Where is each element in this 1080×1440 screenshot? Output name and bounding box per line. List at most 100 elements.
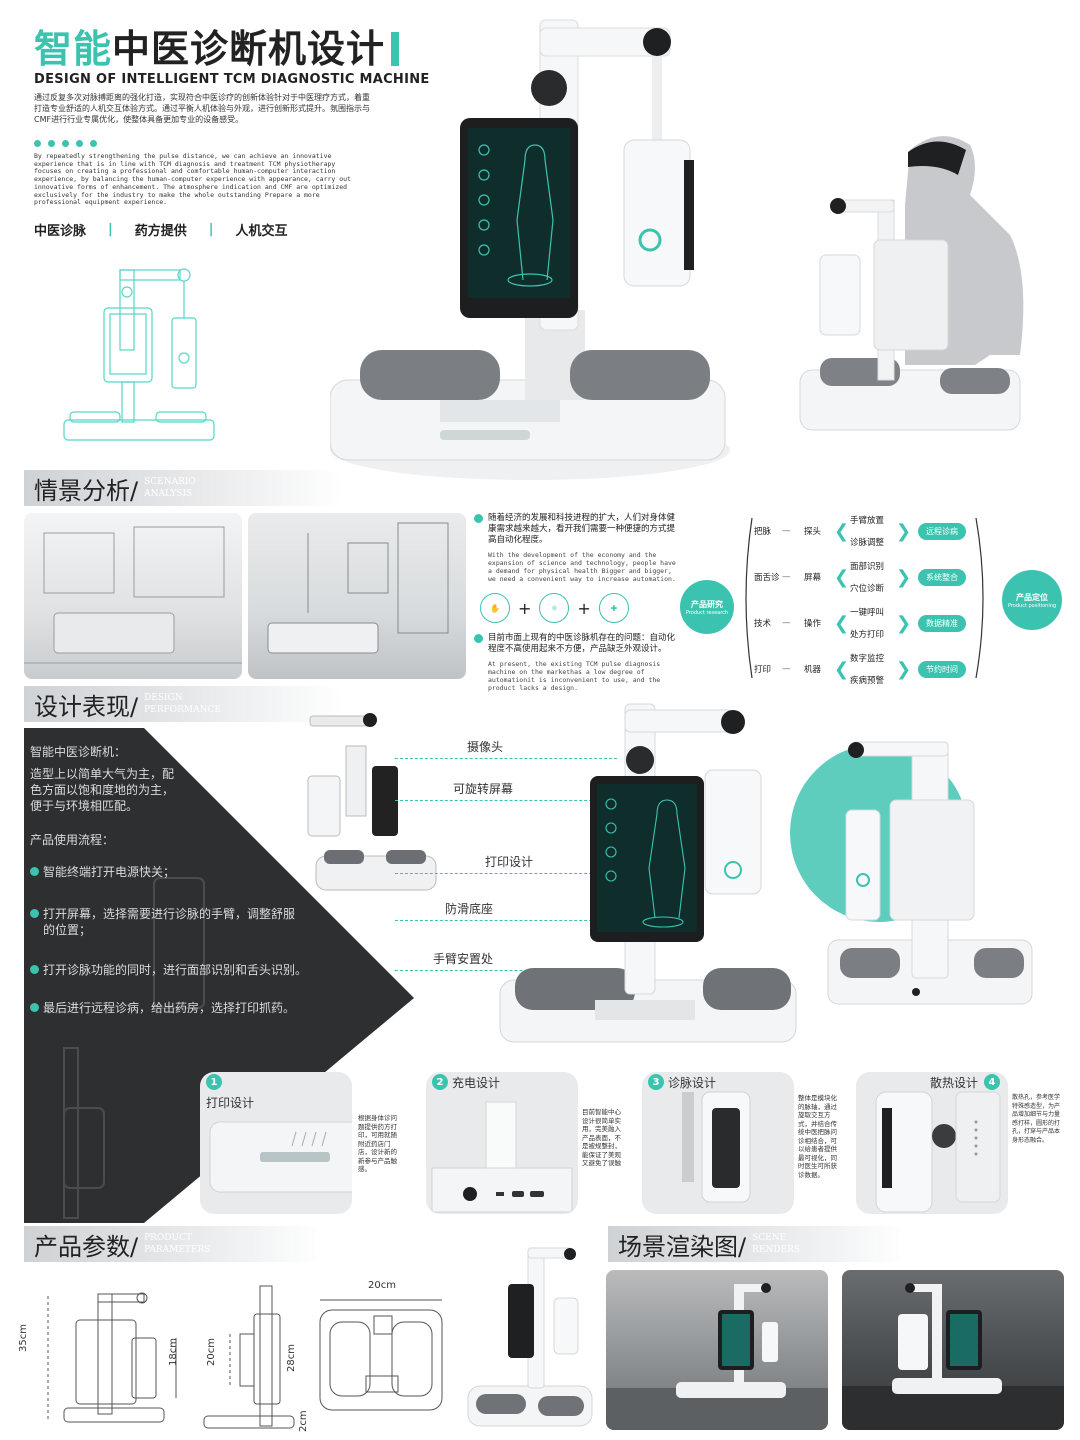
exploded-view-render bbox=[307, 713, 437, 891]
research-icon-row: ✋ + ⚛ + ✚ bbox=[480, 593, 679, 623]
intro-english: By repeatedly strengthening the pulse di… bbox=[34, 152, 351, 207]
subtitle-line: PARAMETERS bbox=[144, 1245, 211, 1255]
badge-sublabel: Product research bbox=[685, 609, 729, 616]
dot-row bbox=[34, 140, 97, 147]
map-left: 面舌诊 bbox=[754, 573, 780, 583]
dimension-column: 28cm bbox=[286, 1344, 297, 1372]
iso-product-render bbox=[467, 1247, 593, 1427]
bullet-icon bbox=[474, 634, 483, 643]
intro-chinese: 通过反复多次对脉搏距离的强化打造，实现符合中医诊疗的创新体验针对于中医理疗方式，… bbox=[34, 93, 370, 124]
step-text: 打开诊脉功能的同时，进行面部识别和舌头识别。 bbox=[43, 963, 308, 977]
section-title: 设计表现/ bbox=[34, 692, 139, 721]
map-brackets bbox=[745, 517, 984, 679]
flow-title: 产品使用流程： bbox=[30, 833, 115, 847]
title-english: DESIGN OF INTELLIGENT TCM DIAGNOSTIC MAC… bbox=[34, 72, 430, 87]
section-title: 产品参数/ bbox=[34, 1232, 139, 1261]
step-bullet bbox=[30, 965, 39, 974]
flow-step: 打开诊脉功能的同时，进行面部识别和舌头识别。 bbox=[30, 962, 340, 1000]
dimension-arm: 18cm bbox=[168, 1338, 179, 1366]
callout-print: 打印设计 bbox=[485, 855, 534, 869]
callout-arm-rest: 手臂安置处 bbox=[433, 952, 494, 966]
map-dash: — bbox=[782, 618, 791, 628]
plus-sign: + bbox=[577, 598, 591, 618]
keyword: 中医诊脉 bbox=[34, 224, 87, 239]
keyword-row: 中医诊脉 | 药方提供 | 人机交互 bbox=[34, 220, 288, 239]
dimension-screen: 20cm bbox=[206, 1338, 217, 1366]
dimension-height: 35cm bbox=[18, 1324, 29, 1352]
map-tag: 节约时间 bbox=[918, 660, 966, 678]
design-description: 智能中医诊断机： 造型上以简单大气为主，配色方面以饱和度地的为主，便于与环境相匹… bbox=[30, 744, 180, 848]
feature-text: 整体是模块化的脉轴，通过旋取交互方式，并结合传统中医把脉问诊相结合，可以给患者提… bbox=[798, 1094, 837, 1179]
feature-card-charge bbox=[426, 1072, 578, 1214]
subtitle-line: DESIGN bbox=[144, 693, 183, 703]
feature-card-pulse bbox=[642, 1072, 794, 1214]
side-dimension-drawing bbox=[203, 1285, 295, 1429]
map-tag: 远程诊病 bbox=[918, 522, 966, 540]
keyword: 人机交互 bbox=[235, 224, 288, 239]
subtitle-line: ANALYSIS bbox=[144, 489, 193, 499]
keyword: 药方提供 bbox=[134, 224, 187, 239]
callout-camera: 摄像头 bbox=[467, 740, 504, 754]
paragraph-cn: 随着经济的发展和科技进程的扩大，人们对身体健康需求越来越大，看开我们需要一种便捷… bbox=[488, 513, 676, 545]
flow-step: 智能终端打开电源快关； bbox=[30, 864, 340, 906]
callout-screen: 可旋转屏幕 bbox=[453, 782, 514, 796]
feature-number: 1 bbox=[206, 1074, 222, 1090]
product-positioning-badge: 产品定位 Product positioning bbox=[1002, 570, 1062, 630]
feature-cards: 1 打印设计 根据身体诊问题提供药方打印，可用就随附近药店门店，设计新的新参与产… bbox=[200, 1070, 1060, 1220]
front-dimension-drawing bbox=[47, 1292, 177, 1423]
dimension-width: 20cm bbox=[368, 1280, 396, 1291]
feature-title: 打印设计 bbox=[206, 1096, 255, 1110]
scene-render-living bbox=[606, 1270, 828, 1430]
feature-title: 充电设计 bbox=[452, 1076, 501, 1090]
map-item: 数字监控 bbox=[850, 654, 885, 664]
step-bullet bbox=[30, 867, 39, 876]
callout-line bbox=[395, 873, 617, 874]
handshake-icon: ✋ bbox=[480, 593, 510, 623]
callout-line bbox=[395, 758, 617, 759]
bullet-icon bbox=[474, 514, 483, 523]
map-mid: 操作 bbox=[804, 619, 822, 629]
map-item: 疾病预警 bbox=[850, 676, 885, 686]
badge-label: 产品定位 bbox=[1016, 592, 1048, 602]
paragraph-en: With the development of the economy and … bbox=[488, 551, 676, 583]
map-tag: 数据精准 bbox=[918, 614, 966, 632]
flow-step: 打开屏幕，选择需要进行诊脉的手臂，调整舒服的位置； bbox=[30, 906, 300, 962]
subtitle-line: RENDERS bbox=[752, 1245, 801, 1255]
dimension-base: 2cm bbox=[298, 1410, 309, 1432]
map-left: 打印 bbox=[754, 665, 772, 675]
living-room-photo bbox=[24, 513, 242, 679]
hospital-room-photo bbox=[248, 513, 466, 679]
map-row: 面舌诊 — 屏幕 ❮ 面部识别穴位诊断 ❯ 系统整合 bbox=[754, 554, 984, 600]
feature-number: 3 bbox=[648, 1074, 664, 1090]
section-header-design: 设计表现/ DESIGN PERFORMANCE bbox=[24, 686, 344, 722]
map-dash: — bbox=[782, 526, 791, 536]
map-dash: — bbox=[782, 572, 791, 582]
flow-step: 最后进行远程诊病，给出药房，选择打印抓药。 bbox=[30, 1000, 340, 1016]
map-item: 一键呼叫 bbox=[850, 608, 885, 618]
subtitle-line: PERFORMANCE bbox=[144, 705, 221, 715]
positioning-map: 把脉 — 探头 ❮ 手臂放置诊脉调整 ❯ 远程诊病 面舌诊 — 屏幕 ❮ 面部识… bbox=[740, 508, 990, 688]
section-title: 场景渲染图/ bbox=[618, 1232, 747, 1261]
badge-label: 产品研究 bbox=[691, 599, 723, 609]
badge-sublabel: Product positioning bbox=[1007, 602, 1057, 609]
dark-panel bbox=[24, 728, 414, 1223]
step-bullet bbox=[30, 909, 39, 918]
feature-number: 2 bbox=[432, 1074, 448, 1090]
step-text: 打开屏幕，选择需要进行诊脉的手臂，调整舒服的位置； bbox=[43, 907, 296, 937]
map-dash: — bbox=[782, 664, 791, 674]
page-title: 智能中医诊断机设计 bbox=[34, 18, 400, 73]
feature-text: 散热孔，参考医学特殊感造型，为产品增加细节与力量感打样，圆形的打孔，打穿与产品本… bbox=[1012, 1094, 1061, 1144]
scene-render-dark bbox=[842, 1270, 1064, 1430]
callout-line bbox=[395, 970, 617, 971]
feature-text: 根据身体诊问题提供药方打印，可用就随附近药店门店，设计新的新参与产品触感。 bbox=[358, 1114, 397, 1173]
paragraph-en: At present, the existing TCM pulse diagn… bbox=[488, 660, 661, 692]
front-product-render bbox=[499, 703, 797, 1043]
map-item: 手臂放置 bbox=[850, 516, 885, 526]
title-main: 中医诊断机设计 bbox=[112, 27, 386, 71]
product-research-badge: 产品研究 Product research bbox=[680, 580, 734, 634]
map-mid: 探头 bbox=[804, 527, 822, 537]
